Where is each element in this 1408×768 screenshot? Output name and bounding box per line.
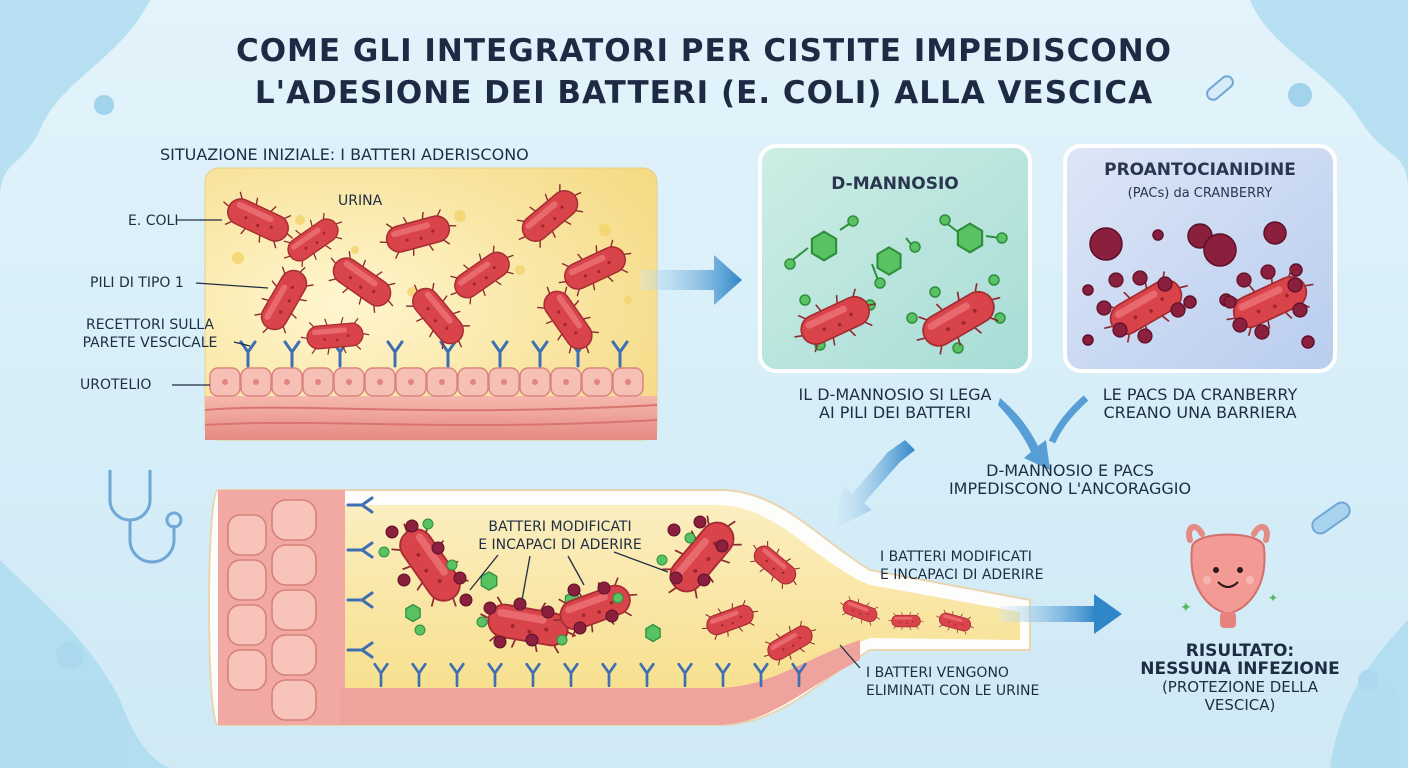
label-recettori: RECETTORI SULLA PARETE VESCICALE — [60, 316, 240, 352]
initial-panel — [172, 167, 658, 441]
pacs-caption-2: CREANO UNA BARRIERA — [1103, 403, 1297, 422]
modified-label-2: E INCAPACI DI ADERIRE — [478, 537, 642, 553]
eliminated-label: I BATTERI VENGONO ELIMINATI CON LE URINE — [866, 664, 1096, 700]
result-block: RISULTATO: NESSUNA INFEZIONE (PROTEZIONE… — [1140, 642, 1340, 714]
result-line-4: VESCICA) — [1204, 696, 1276, 714]
eliminated-label-2: ELIMINATI CON LE URINE — [866, 683, 1040, 699]
svg-text:✦: ✦ — [1180, 600, 1192, 616]
label-urotelio: UROTELIO — [80, 377, 152, 393]
result-line-2: NESSUNA INFEZIONE — [1140, 659, 1340, 679]
modified-label-right: I BATTERI MODIFICATI E INCAPACI DI ADERI… — [880, 548, 1110, 584]
combined-caption: D-MANNOSIO E PACs IMPEDISCONO L'ANCORAGG… — [920, 462, 1220, 498]
modified-bacteria-panel — [208, 489, 1031, 726]
pacs-caption: LE PACs DA CRANBERRY CREANO UNA BARRIERA — [1085, 386, 1315, 422]
modified-label-right-1: I BATTERI MODIFICATI — [880, 549, 1032, 565]
pill-icon — [1206, 75, 1351, 535]
modified-label: BATTERI MODIFICATI E INCAPACI DI ADERIRE — [450, 518, 670, 554]
arrow-to-treatment — [640, 255, 742, 305]
pacs-subtitle: (PACs) da CRANBERRY — [1127, 186, 1273, 201]
label-urina: URINA — [338, 193, 383, 209]
label-recettori-1: RECETTORI SULLA — [85, 317, 214, 333]
mannose-caption-1: IL D-MANNOSIO SI LEGA — [798, 385, 992, 404]
combined-caption-2: IMPEDISCONO L'ANCORAGGIO — [948, 479, 1192, 498]
eliminated-label-1: I BATTERI VENGONO — [866, 665, 1009, 681]
pacs-caption-1: LE PACs DA CRANBERRY — [1102, 385, 1298, 404]
page-title: COME GLI INTEGRATORI PER CISTITE IMPEDIS… — [0, 30, 1408, 114]
pacs-panel — [1063, 144, 1337, 373]
label-recettori-2: PARETE VESCICALE — [82, 335, 218, 351]
initial-heading: SITUAZIONE INIZIALE: I BATTERI ADERISCON… — [160, 145, 529, 164]
mannose-title: D-MANNOSIO — [831, 174, 959, 194]
mannose-caption: IL D-MANNOSIO SI LEGA AI PILI DEI BATTER… — [770, 386, 1020, 422]
title-line-1: COME GLI INTEGRATORI PER CISTITE IMPEDIS… — [235, 33, 1173, 69]
result-line-3: (PROTEZIONE DELLA — [1161, 678, 1319, 696]
mannose-caption-2: AI PILI DEI BATTERI — [819, 403, 971, 422]
mannose-panel — [758, 144, 1032, 373]
combined-caption-1: D-MANNOSIO E PACs — [986, 461, 1154, 480]
result-line-1: RISULTATO: — [1185, 641, 1295, 661]
modified-label-right-2: E INCAPACI DI ADERIRE — [880, 567, 1044, 583]
label-pili: PILI DI TIPO 1 — [90, 275, 184, 291]
label-ecoli: E. COLI — [128, 213, 179, 229]
svg-text:✦: ✦ — [1268, 591, 1278, 605]
pacs-title: PROANTOCIANIDINE — [1104, 160, 1296, 180]
exit-arrow — [1000, 594, 1122, 634]
modified-label-1: BATTERI MODIFICATI — [488, 519, 632, 535]
stethoscope-icon — [108, 470, 183, 564]
arrow-down — [835, 440, 915, 528]
merge-arrow — [998, 395, 1089, 470]
healthy-bladder-icon: ✦ ✦ — [1180, 523, 1278, 628]
title-line-2: L'ADESIONE DEI BATTERI (E. COLI) ALLA VE… — [254, 75, 1154, 111]
